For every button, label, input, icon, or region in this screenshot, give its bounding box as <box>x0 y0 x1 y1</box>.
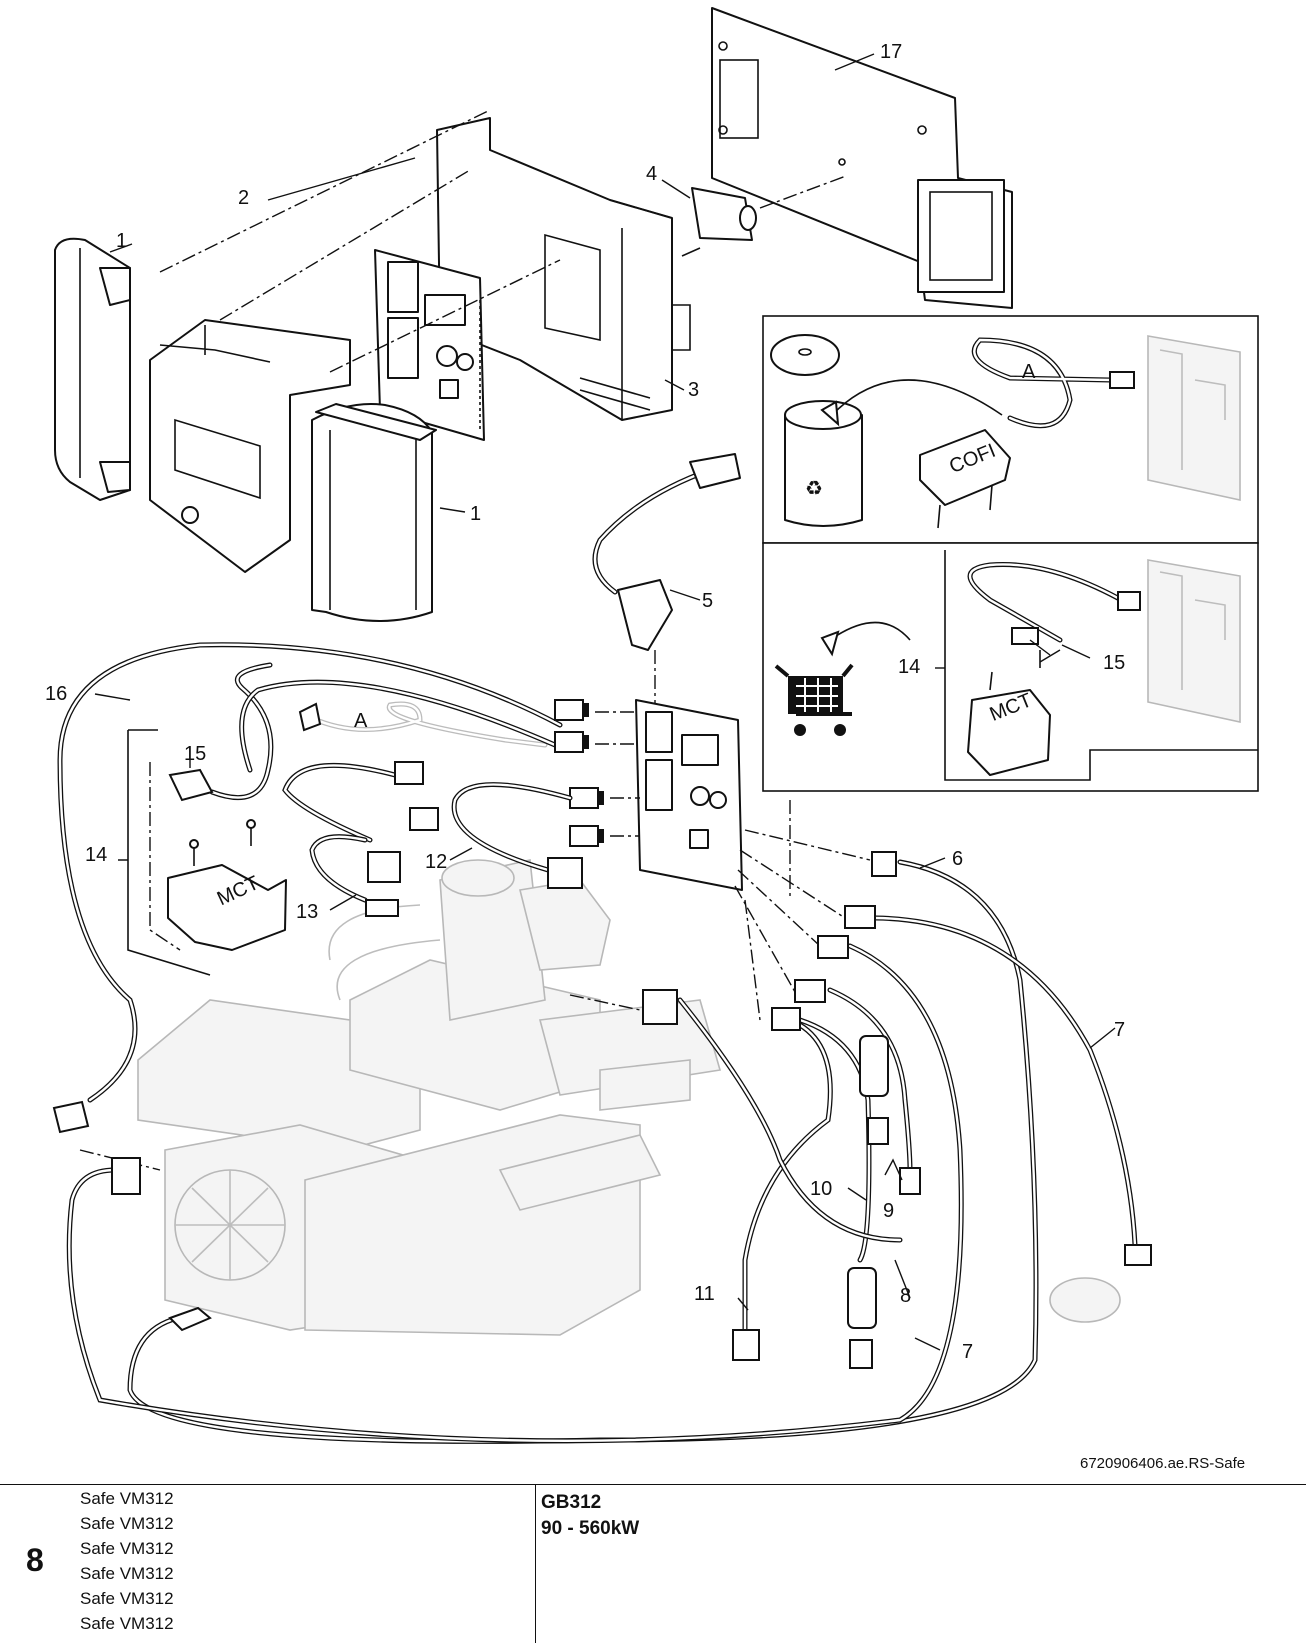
callout-2: 2 <box>238 187 249 209</box>
power-range: 90 - 560kW <box>541 1518 640 1539</box>
model-list: Safe VM312 Safe VM312 Safe VM312 Safe VM… <box>80 1486 174 1636</box>
product-name: GB312 <box>541 1492 602 1513</box>
page-number: 8 <box>26 1542 44 1578</box>
callout-7a: 7 <box>1114 1019 1125 1041</box>
callout-11: 11 <box>694 1283 715 1305</box>
control-board <box>374 249 485 441</box>
inset-order: MCT <box>762 542 1259 792</box>
callout-17: 17 <box>880 41 902 63</box>
cable-part-5 <box>592 453 741 705</box>
inset-recycle: ♻ COFI <box>762 315 1259 544</box>
footer-column-divider <box>535 1484 536 1643</box>
callout-1b: 1 <box>470 503 481 525</box>
burner-background <box>137 859 722 1336</box>
cable-part-16 <box>52 642 563 1171</box>
callout-4: 4 <box>646 163 657 185</box>
callout-16: 16 <box>45 683 67 705</box>
callout-13: 13 <box>296 901 318 923</box>
callout-A: A <box>354 710 368 732</box>
model-item: Safe VM312 <box>80 1589 174 1608</box>
grey-harness-A <box>298 701 548 748</box>
callout-A-inset: A <box>1022 361 1036 383</box>
callout-7b: 7 <box>962 1341 973 1363</box>
callout-8: 8 <box>900 1285 911 1307</box>
lower-control-board <box>635 699 743 891</box>
main-casing-part-2 <box>149 109 561 573</box>
model-item: Safe VM312 <box>80 1514 174 1533</box>
callout-9: 9 <box>883 1200 894 1222</box>
page-footer: 8 Safe VM312 Safe VM312 Safe VM312 Safe … <box>0 1484 1306 1643</box>
callouts: 17 2 4 1 3 1 A 5 14 15 16 A 15 14 12 6 1… <box>45 41 1125 1363</box>
model-item: Safe VM312 <box>80 1614 174 1633</box>
callout-14-inset: 14 <box>898 656 920 678</box>
exploded-parts-diagram: ♻ COFI MCT <box>45 7 1259 1472</box>
footer-divider <box>0 1484 1306 1485</box>
model-item: Safe VM312 <box>80 1539 174 1558</box>
callout-1a: 1 <box>116 230 127 252</box>
callout-14: 14 <box>85 844 107 866</box>
shopping-cart-icon <box>774 663 854 736</box>
svg-text:♻: ♻ <box>805 478 823 500</box>
callout-12: 12 <box>425 851 447 873</box>
callout-6: 6 <box>952 848 963 870</box>
cable-part-12-13 <box>282 761 583 917</box>
callout-10: 10 <box>810 1178 832 1200</box>
harnesses-part-6-to-11 <box>66 800 1152 1444</box>
ignition-transformer-group-part-14: MCT <box>118 662 287 976</box>
side-cover-left-part-1 <box>54 237 131 501</box>
callout-15-inset: 15 <box>1103 652 1125 674</box>
pcb-connectors <box>239 679 640 847</box>
switch-part-4 <box>681 175 847 257</box>
callout-3: 3 <box>688 379 699 401</box>
callout-5: 5 <box>702 590 713 612</box>
drawing-reference: 6720906406.ae.RS-Safe <box>1080 1455 1245 1472</box>
callout-leaders <box>94 53 1116 1351</box>
callout-15: 15 <box>184 743 206 765</box>
product-title: GB312 90 - 560kW <box>541 1490 639 1542</box>
mounting-plate-part-17 <box>711 7 1013 309</box>
model-item: Safe VM312 <box>80 1564 174 1583</box>
side-cover-right-part-1 <box>311 403 437 622</box>
model-item: Safe VM312 <box>80 1489 174 1508</box>
